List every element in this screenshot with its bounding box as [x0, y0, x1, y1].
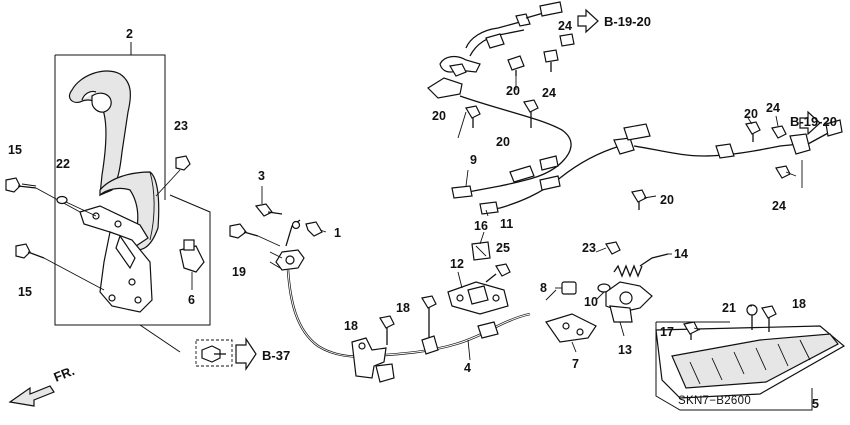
fastener-20a — [465, 105, 481, 128]
callout-24d: 24 — [772, 199, 786, 213]
ref-label-right: B-19-20 — [790, 114, 837, 129]
catalog-code: SKN7−B2600 — [678, 395, 751, 407]
cable-9 — [451, 95, 572, 199]
callout-24c: 24 — [766, 101, 780, 115]
fastener-20d — [631, 189, 647, 210]
cable-bracket-center — [623, 123, 651, 141]
cable-11 — [479, 119, 843, 215]
callout-7: 7 — [572, 357, 579, 371]
equalizer-assembly — [269, 219, 323, 271]
callout-18c: 18 — [792, 297, 806, 311]
clip-16 — [471, 241, 491, 261]
callout-16: 16 — [474, 219, 488, 233]
callout-8: 8 — [540, 281, 547, 295]
spring-14 — [613, 253, 669, 278]
callout-20c: 20 — [506, 84, 520, 98]
pin-8 — [555, 281, 577, 295]
fastener-20e — [745, 121, 761, 142]
callout-12: 12 — [450, 257, 464, 271]
callout-20d: 20 — [660, 193, 674, 207]
callout-20e: 20 — [744, 107, 758, 121]
parking-brake-lever — [68, 70, 160, 251]
ref-label-left: B-37 — [262, 348, 290, 363]
front-direction-arrow — [8, 385, 55, 407]
bolt-21 — [746, 304, 758, 330]
bolt-22 — [56, 195, 97, 217]
callout-14: 14 — [674, 247, 688, 261]
upper-cable-bracket — [427, 1, 563, 99]
callout-23-center: 23 — [582, 241, 596, 255]
callout-6: 6 — [188, 293, 195, 307]
fastener-24b — [543, 49, 559, 72]
ref-arrow-right — [799, 110, 821, 136]
callout-labels: 2 23 15 22 15 6 3 1 19 18 18 4 12 16 25 … — [8, 14, 837, 411]
callout-10: 10 — [584, 295, 598, 309]
callout-22: 22 — [56, 157, 70, 171]
ref-arrow-top — [577, 8, 599, 34]
callout-2: 2 — [126, 27, 133, 41]
callout-15-lower: 15 — [18, 285, 32, 299]
bolt-15-upper — [5, 177, 81, 213]
callout-18b: 18 — [344, 319, 358, 333]
fastener-24c — [771, 125, 787, 139]
caliper-lever-13 — [605, 281, 653, 337]
callout-19: 19 — [232, 265, 246, 279]
bolt-3 — [254, 203, 283, 217]
clip-b37 — [195, 337, 257, 371]
callout-4: 4 — [464, 361, 471, 375]
fastener-20c — [507, 55, 525, 76]
callout-1: 1 — [334, 226, 341, 240]
callout-20a: 20 — [432, 109, 446, 123]
main-cable-4 — [286, 269, 531, 383]
plate-7 — [545, 313, 597, 353]
direction-label: FR. — [52, 363, 77, 385]
lever-bracket — [79, 205, 153, 313]
fastener-24d — [775, 165, 797, 179]
callout-15-upper: 15 — [8, 143, 22, 157]
fastener-20b — [523, 99, 539, 128]
callout-3: 3 — [258, 169, 265, 183]
bolt-15-lower — [15, 243, 105, 291]
leader-lines — [261, 76, 779, 331]
bolt-19 — [229, 223, 281, 247]
fastener-24a — [559, 33, 575, 47]
nut-23-lever — [155, 155, 191, 197]
bolt-18c — [761, 305, 777, 332]
clip-17 — [683, 321, 699, 340]
callout-11: 11 — [500, 217, 513, 231]
callout-9: 9 — [470, 153, 477, 167]
callout-5: 5 — [812, 397, 819, 411]
lever-switch — [179, 239, 205, 290]
bolt-18b — [421, 295, 437, 338]
nut-25 — [485, 263, 511, 283]
callout-24b: 24 — [542, 86, 556, 100]
undercover-5 — [655, 321, 846, 411]
callout-13: 13 — [618, 343, 632, 357]
callout-20b: 20 — [496, 135, 510, 149]
callout-17: 17 — [660, 325, 674, 339]
bolt-18a — [379, 315, 395, 345]
callout-23-lever: 23 — [174, 119, 188, 133]
callout-18a: 18 — [396, 301, 410, 315]
callout-25: 25 — [496, 241, 510, 255]
callout-21: 21 — [722, 301, 736, 315]
ref-label-top: B-19-20 — [604, 14, 651, 29]
bracket-12 — [447, 271, 509, 315]
nut-23-center — [605, 241, 621, 255]
callout-24a: 24 — [558, 19, 572, 33]
lever-assembly-frame — [54, 42, 211, 353]
